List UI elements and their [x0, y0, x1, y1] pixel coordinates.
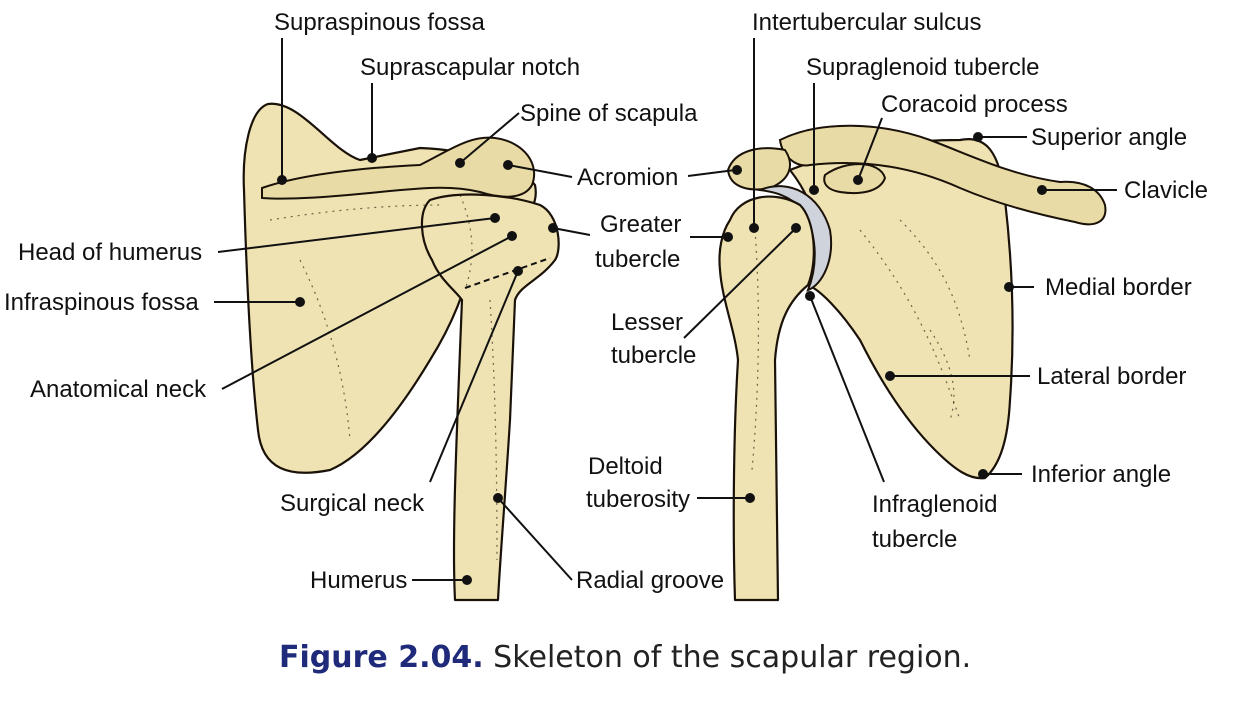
- label-intertubercular-sulcus: Intertubercular sulcus: [752, 9, 981, 36]
- label-clavicle: Clavicle: [1124, 177, 1208, 204]
- label-acromion: Acromion: [577, 164, 678, 191]
- figure-caption: Figure 2.04. Skeleton of the scapular re…: [279, 640, 971, 675]
- anterior-view: [718, 124, 1107, 602]
- label-infraglenoid-tubercle-line1: Infraglenoid: [872, 491, 997, 518]
- label-supraspinous-fossa: Supraspinous fossa: [274, 9, 485, 36]
- label-humerus: Humerus: [310, 567, 407, 594]
- label-spine-of-scapula: Spine of scapula: [520, 100, 698, 127]
- label-greater-tubercle-line2: tubercle: [595, 246, 680, 273]
- label-coracoid-process: Coracoid process: [881, 91, 1068, 118]
- anterior-acromion: [726, 147, 791, 191]
- label-supraglenoid-tubercle: Supraglenoid tubercle: [806, 54, 1040, 81]
- label-head-of-humerus: Head of humerus: [18, 239, 202, 266]
- label-suprascapular-notch: Suprascapular notch: [360, 54, 580, 81]
- label-deltoid-tuberosity-line1: Deltoid: [588, 453, 663, 480]
- label-lateral-border: Lateral border: [1037, 363, 1186, 390]
- label-surgical-neck: Surgical neck: [280, 490, 425, 517]
- label-superior-angle: Superior angle: [1031, 124, 1187, 151]
- label-medial-border: Medial border: [1045, 274, 1192, 301]
- posterior-humeral-head: [420, 193, 560, 602]
- posterior-spine-acromion: [261, 136, 536, 200]
- label-radial-groove: Radial groove: [576, 567, 724, 594]
- figure-number: Figure 2.04.: [279, 640, 484, 675]
- label-deltoid-tuberosity-line2: tuberosity: [586, 486, 690, 513]
- anterior-scapula: [788, 138, 1014, 480]
- label-infraspinous-fossa: Infraspinous fossa: [4, 289, 199, 316]
- label-lesser-tubercle-line1: Lesser: [611, 309, 683, 336]
- label-lesser-tubercle-line2: tubercle: [611, 342, 696, 369]
- posterior-view: [242, 102, 560, 602]
- anterior-humerus: [718, 195, 815, 602]
- label-inferior-angle: Inferior angle: [1031, 461, 1171, 488]
- figure-caption-text: Skeleton of the scapular region.: [493, 640, 972, 675]
- labels: Supraspinous fossa Suprascapular notch S…: [4, 9, 1208, 594]
- label-anatomical-neck: Anatomical neck: [30, 376, 207, 403]
- label-greater-tubercle-line1: Greater: [600, 211, 681, 238]
- leader-lines: [214, 38, 1117, 585]
- label-infraglenoid-tubercle-line2: tubercle: [872, 526, 957, 553]
